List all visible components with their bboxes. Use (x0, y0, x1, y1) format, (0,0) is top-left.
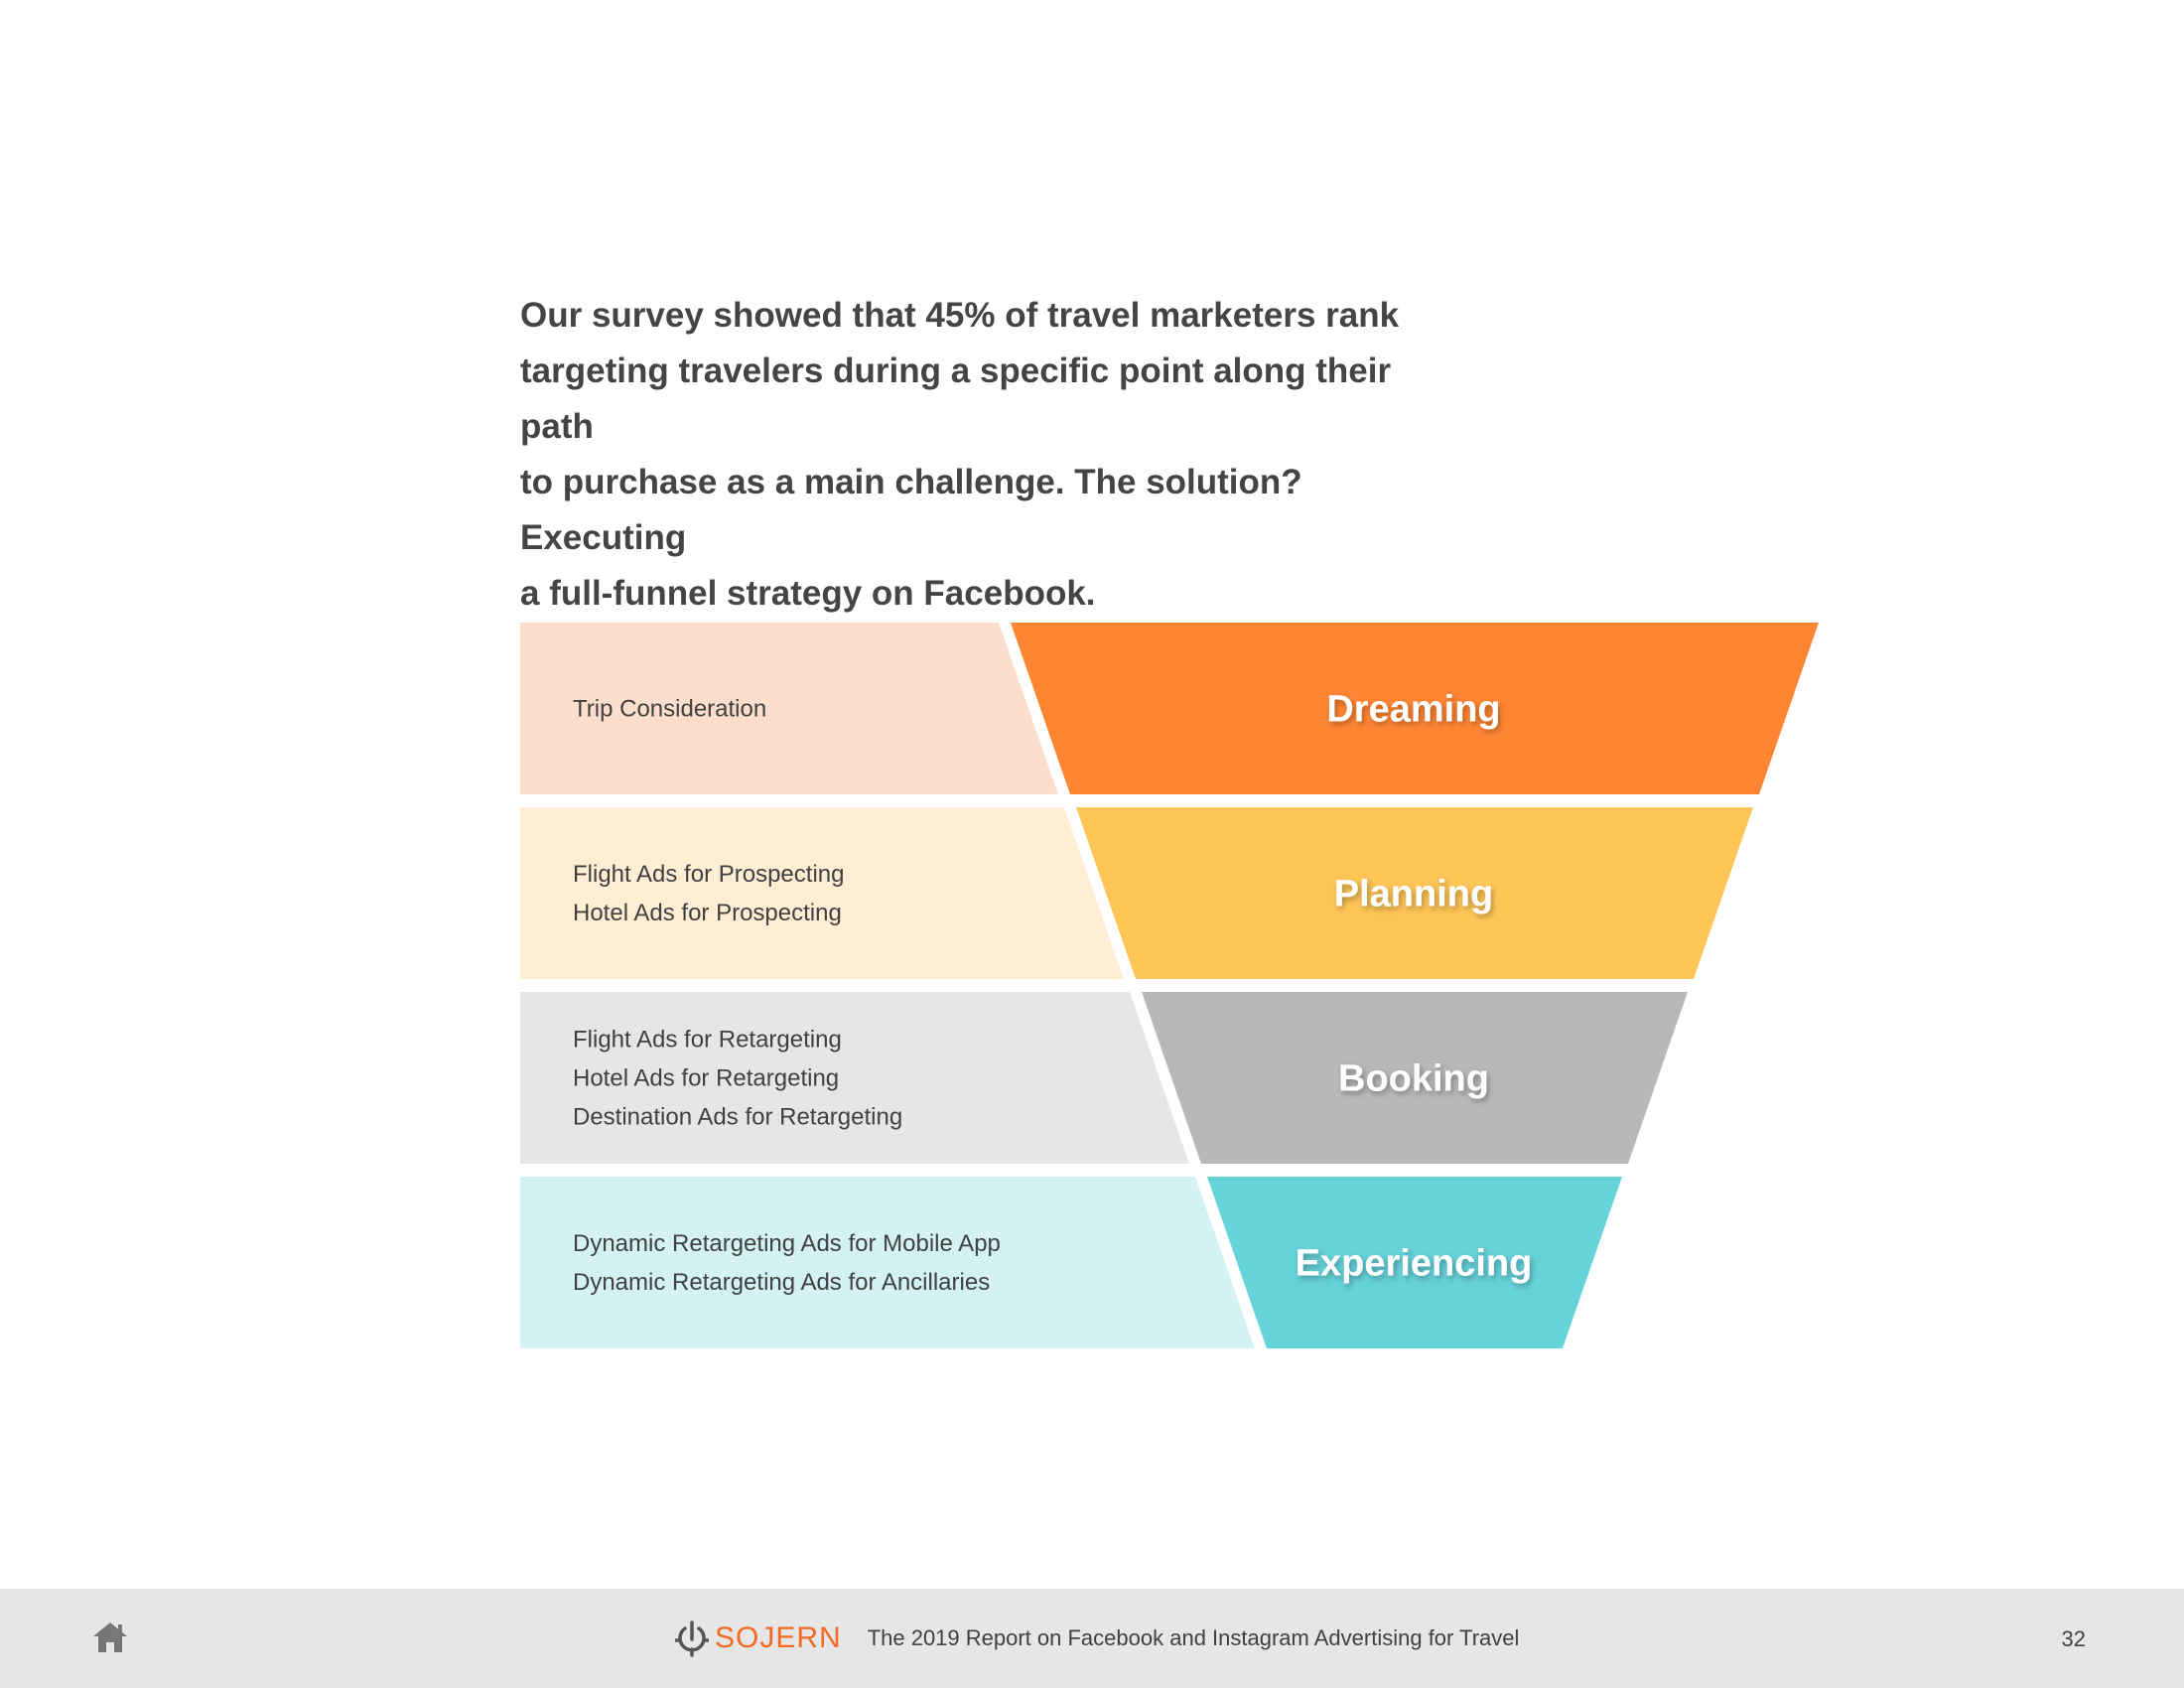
stage-label: Booking (1338, 1058, 1489, 1100)
intro-line: a full-funnel strategy on Facebook. (520, 574, 1096, 613)
intro-line: to purchase as a main challenge. The sol… (520, 463, 1302, 557)
stage-item: Flight Ads for Prospecting (573, 861, 844, 888)
stage-info-band (520, 1177, 1255, 1348)
stage-info-band (520, 807, 1124, 979)
stage-item: Flight Ads for Retargeting (573, 1027, 842, 1054)
logo-text: SOJERN (715, 1621, 842, 1654)
stage-item: Destination Ads for Retargeting (573, 1104, 902, 1131)
stage-item: Hotel Ads for Retargeting (573, 1065, 839, 1092)
footer-center: SOJERN The 2019 Report on Facebook and I… (675, 1618, 1519, 1658)
stage-info-band (520, 992, 1189, 1164)
stage-label: Planning (1334, 874, 1493, 915)
funnel-stage-planning: Planning Flight Ads for ProspectingHotel … (520, 807, 1753, 979)
stage-item: Dynamic Retargeting Ads for Mobile App (573, 1230, 1001, 1257)
home-icon[interactable] (91, 1620, 129, 1654)
stage-funnel-segment (1076, 807, 1753, 979)
stage-funnel-segment (1207, 1177, 1622, 1348)
sojern-logo: SOJERN (675, 1619, 842, 1657)
intro-line: targeting travelers during a specific po… (520, 352, 1392, 446)
page-footer: SOJERN The 2019 Report on Facebook and I… (0, 1589, 2184, 1688)
stage-label: Experiencing (1296, 1243, 1533, 1285)
page-number: 32 (2061, 1626, 2086, 1651)
logo-mark-icon (675, 1620, 709, 1657)
stage-item: Dynamic Retargeting Ads for Ancillaries (573, 1269, 990, 1296)
stage-item: Trip Consideration (573, 696, 766, 723)
stage-funnel-segment (1142, 992, 1688, 1164)
stage-info-band (520, 623, 1058, 794)
intro-text: Our survey showed that 45% of travel mar… (520, 288, 1473, 622)
stage-funnel-segment (1011, 623, 1819, 794)
report-title: The 2019 Report on Facebook and Instagra… (867, 1625, 1520, 1650)
stage-label: Dreaming (1326, 689, 1500, 731)
intro-line: Our survey showed that 45% of travel mar… (520, 296, 1400, 335)
funnel-stage-dreaming: Dreaming Trip Consideration (520, 623, 1819, 794)
stage-item: Hotel Ads for Prospecting (573, 900, 842, 926)
